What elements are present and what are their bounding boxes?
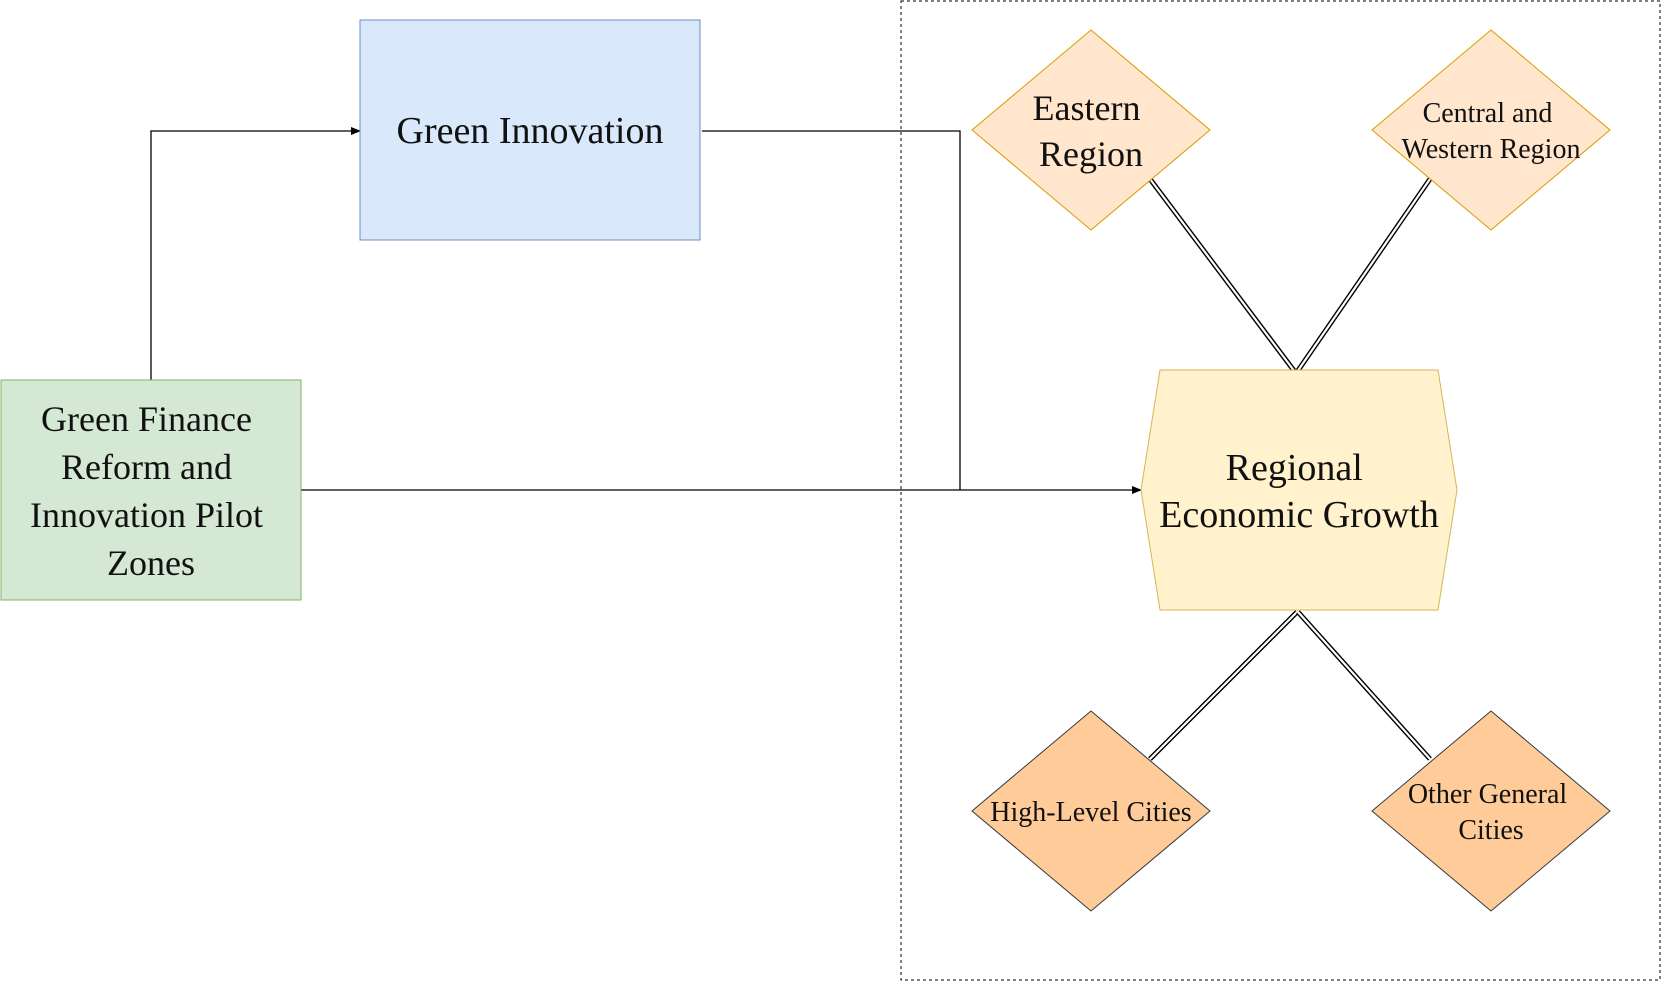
node-green-finance-shape <box>0 379 302 601</box>
edge-innovation-to-growth <box>702 130 961 490</box>
node-central-western-region-shape <box>1371 29 1611 231</box>
node-green-innovation-text: Green Innovation <box>397 110 664 152</box>
node-green-innovation[interactable]: Green Innovation <box>359 19 701 241</box>
node-other-general-cities[interactable]: Other General Cities <box>1371 710 1611 912</box>
node-eastern-region-shape <box>971 29 1211 231</box>
node-eastern-region[interactable]: Eastern Region <box>971 29 1211 231</box>
node-central-western-region[interactable]: Central and Western Region <box>1371 29 1611 231</box>
edge-finance-to-innovation <box>150 127 361 380</box>
node-green-finance-text: Green Finance Reform and Innovation Pilo… <box>30 399 272 583</box>
node-green-innovation-shape <box>359 19 701 241</box>
node-high-level-cities-text: High-Level Cities <box>990 797 1191 828</box>
edge-high-level-to-growth <box>1148 610 1299 761</box>
node-other-general-cities-shape <box>1371 710 1611 912</box>
edge-other-general-to-growth <box>1296 610 1432 761</box>
node-green-finance-pilot-zones[interactable]: Green Finance Reform and Innovation Pilo… <box>0 379 302 601</box>
node-eastern-region-text: Eastern Region <box>1033 88 1150 174</box>
node-high-level-cities[interactable]: High-Level Cities <box>971 710 1211 912</box>
node-other-general-cities-text: Other General Cities <box>1408 779 1574 846</box>
node-regional-growth-text: Regional Economic Growth <box>1159 447 1439 536</box>
edge-eastern-to-growth <box>1148 177 1297 374</box>
heterogeneity-group-border <box>900 0 1661 981</box>
edge-central-western-to-growth <box>1294 177 1433 374</box>
node-regional-growth-shape <box>1140 369 1458 611</box>
node-central-western-region-text: Central and Western Region <box>1402 98 1581 165</box>
node-regional-economic-growth[interactable]: Regional Economic Growth <box>1140 369 1458 611</box>
node-high-level-cities-shape <box>971 710 1211 912</box>
